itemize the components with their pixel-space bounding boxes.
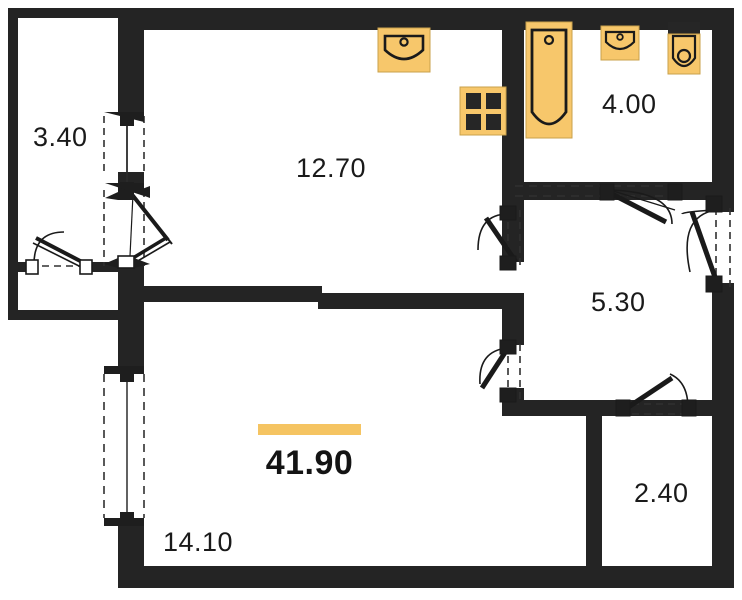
room-label-balcony: 3.40 <box>33 122 88 152</box>
bathtub-icon <box>525 21 573 139</box>
door-storage <box>615 373 697 417</box>
wall-kitchen-bath-divider <box>502 18 524 200</box>
windows-group <box>103 112 145 526</box>
doors-group <box>25 183 731 417</box>
room-label-bathroom: 4.00 <box>602 89 657 119</box>
fixtures-group <box>377 21 701 139</box>
window-bedroom <box>103 366 145 526</box>
wall-living-divider-left <box>136 286 322 302</box>
wall-balcony-bottom <box>8 310 130 320</box>
room-label-storage: 2.40 <box>634 478 689 508</box>
room-label-bedroom: 14.10 <box>163 527 234 557</box>
wall-hall-bottom-right <box>612 400 734 416</box>
total-area-block: 41.90 <box>258 424 361 483</box>
wall-hall-bottom-left <box>502 400 628 416</box>
door-balcony-lower <box>25 231 93 275</box>
toilet-icon <box>667 22 701 75</box>
door-bathroom <box>515 183 683 225</box>
wall-balcony-top <box>8 8 130 18</box>
stove-cooktop-icon <box>459 86 507 136</box>
wall-hall-left-mid <box>502 293 524 345</box>
total-area-accent-bar <box>258 424 361 435</box>
wall-balcony-sill-right <box>88 262 130 272</box>
door-bedroom <box>479 339 521 403</box>
door-entrance <box>681 195 731 293</box>
wall-exterior-left-lower <box>118 262 144 372</box>
wall-structure <box>8 8 734 588</box>
wall-exterior-right-upper <box>712 8 734 200</box>
room-label-kitchen: 12.70 <box>296 153 367 183</box>
wall-balcony-left <box>8 8 18 320</box>
wall-exterior-top <box>118 8 734 30</box>
wall-exterior-left-upper <box>118 8 144 112</box>
door-balcony-upper <box>103 183 173 269</box>
wall-exterior-right-lower <box>712 283 734 588</box>
door-kitchen <box>477 205 521 271</box>
wall-living-divider-right <box>318 293 524 309</box>
room-label-hallway: 5.30 <box>591 287 646 317</box>
wall-exterior-bottom <box>118 566 734 588</box>
kitchen-sink-icon <box>377 27 431 73</box>
wall-balcony-sill-left <box>8 262 30 272</box>
wall-storage-divider <box>586 408 602 578</box>
bathroom-sink-icon <box>600 25 640 61</box>
total-area-value: 41.90 <box>265 444 354 482</box>
